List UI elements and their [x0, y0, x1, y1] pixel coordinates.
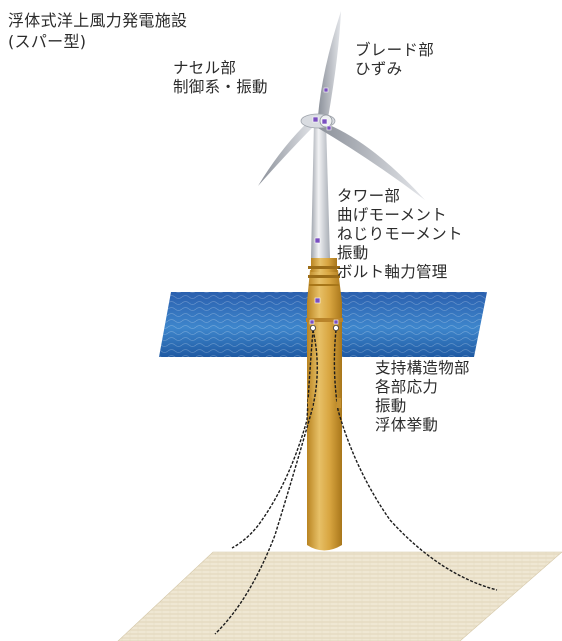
support-structure-label: 支持構造物部 各部応力 振動 浮体挙動	[375, 359, 470, 435]
nacelle-label: ナセル部 制御系・振動	[173, 59, 268, 97]
blade-label-heading: ブレード部	[355, 41, 435, 59]
blade-label-detail: ひずみ	[355, 60, 403, 78]
seabed	[117, 551, 562, 641]
tower-label-bending: 曲げモーメント	[337, 206, 447, 224]
mooring-lines	[214, 329, 498, 635]
support-label-vibration: 振動	[375, 397, 407, 415]
nacelle-label-detail: 制御系・振動	[173, 78, 268, 96]
mooring-joints	[309, 324, 339, 331]
tower	[311, 122, 330, 258]
tower-label-heading: タワー部	[337, 187, 401, 205]
spar-buoy	[306, 258, 343, 551]
nacelle-label-heading: ナセル部	[173, 59, 237, 77]
title-line-1: 浮体式洋上風力発電施設	[8, 11, 188, 30]
title-line-2: (スパー型)	[8, 32, 87, 51]
diagram-title: 浮体式洋上風力発電施設 (スパー型)	[8, 10, 187, 52]
support-label-heading: 支持構造物部	[375, 359, 470, 377]
tower-label-vibration: 振動	[337, 244, 369, 262]
sensor-markers	[309, 87, 339, 325]
support-label-motion: 浮体挙動	[375, 416, 439, 434]
tower-label: タワー部 曲げモーメント ねじりモーメント 振動 ボルト軸力管理	[337, 187, 463, 282]
turbine-blades	[258, 11, 425, 200]
fairlead-tabs	[308, 398, 341, 408]
tower-label-bolt: ボルト軸力管理	[337, 263, 448, 281]
tower-label-torsion: ねじりモーメント	[337, 225, 463, 243]
support-label-stress: 各部応力	[375, 378, 439, 396]
blade-label: ブレード部 ひずみ	[355, 41, 434, 79]
